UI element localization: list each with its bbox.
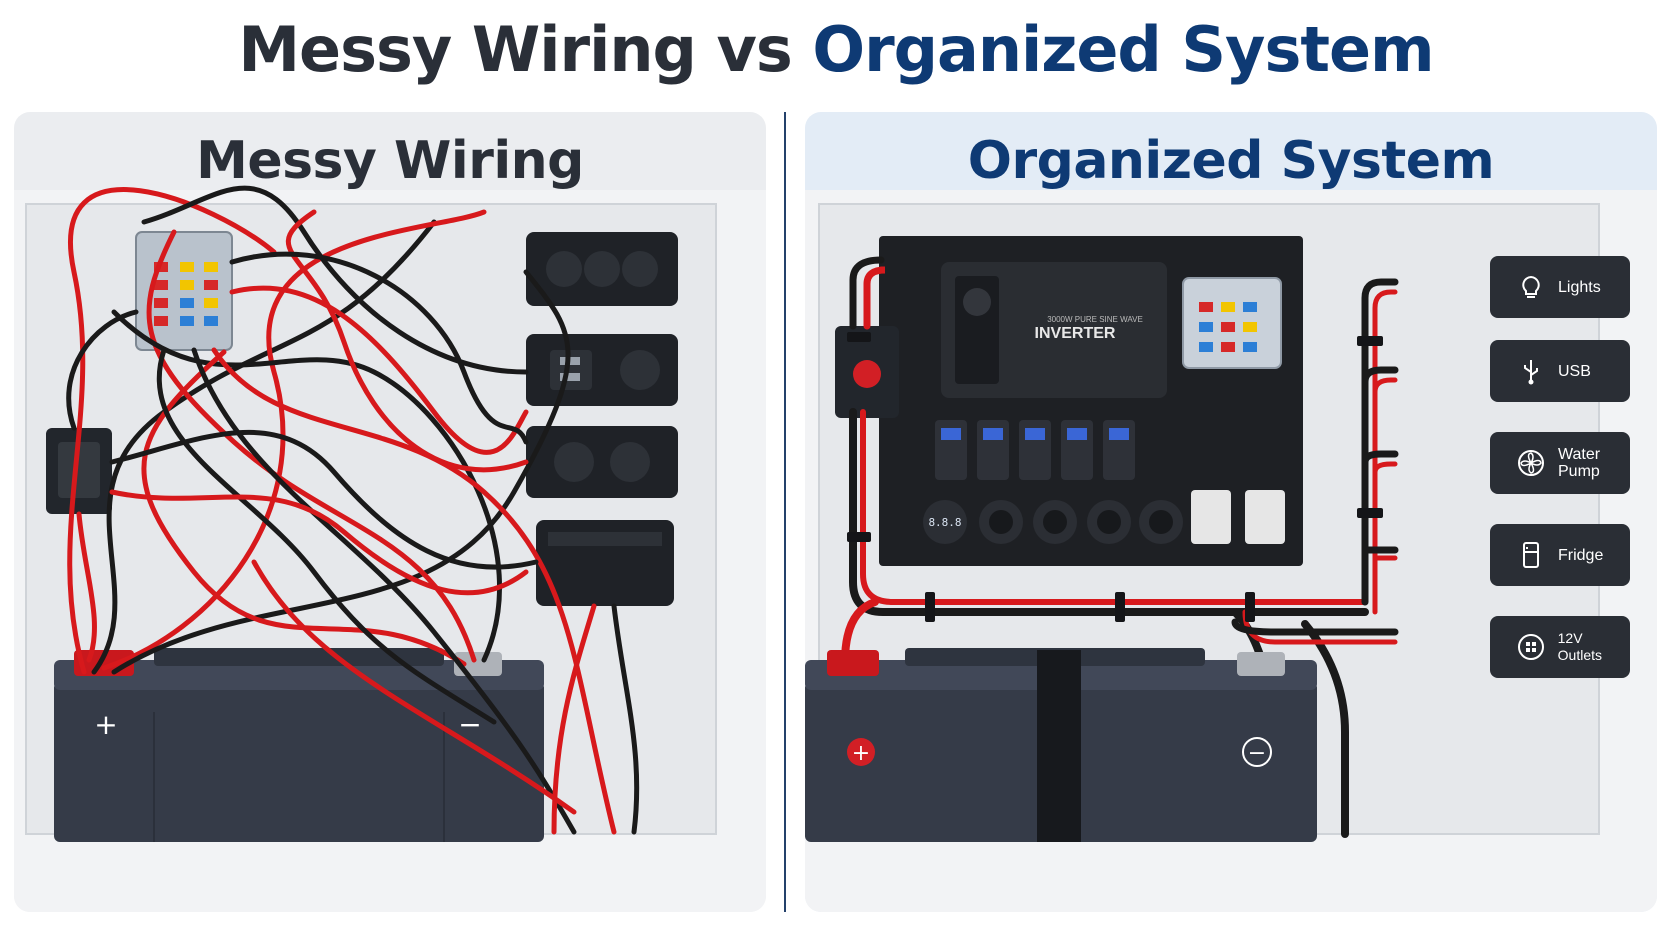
inverter-sublabel: 3000W PURE SINE WAVE: [1047, 315, 1143, 324]
organized-wire-looms: [841, 256, 1399, 838]
outlet-icon: [1514, 630, 1548, 664]
organized-system-panel: Organized System INVERTER 3000W PURE SIN…: [805, 112, 1657, 912]
cable-clips: [847, 332, 1383, 622]
organized-positive-symbol: +: [852, 741, 870, 766]
load-label-water-pump: Water Pump: [1490, 432, 1630, 494]
center-divider: [784, 112, 786, 912]
organized-battery: + −: [805, 648, 1317, 842]
load-label-lights: Lights: [1490, 256, 1630, 318]
messy-wiring-illustration: + −: [14, 185, 766, 912]
lightbulb-icon: [1514, 270, 1548, 304]
messy-positive-symbol: +: [94, 708, 117, 741]
inverter: INVERTER 3000W PURE SINE WAVE: [941, 262, 1167, 398]
twelve-volt-sockets: [979, 500, 1183, 544]
fan-icon: [1514, 446, 1548, 480]
messy-inverter-box: [536, 520, 674, 606]
fridge-icon: [1514, 538, 1548, 572]
voltmeter: 8.8.8: [923, 500, 967, 544]
title-vs: vs: [716, 13, 792, 86]
rocker-switches: [935, 420, 1135, 480]
inverter-label: INVERTER: [1035, 325, 1116, 342]
main-title: Messy Wiring vs Organized System: [0, 8, 1672, 92]
load-label-fridge: Fridge: [1490, 524, 1630, 586]
load-label-12v-outlets: 12V Outlets: [1490, 616, 1630, 678]
organized-panel-heading: Organized System: [967, 131, 1495, 191]
messy-negative-symbol: −: [458, 708, 481, 741]
voltmeter-readout: 8.8.8: [928, 516, 961, 529]
organized-fuse-block: [1182, 277, 1282, 369]
battery-hold-down-strap: [1037, 650, 1081, 842]
messy-tangled-wires: [66, 185, 640, 835]
organized-negative-symbol: −: [1248, 741, 1266, 766]
title-organized: Organized System: [812, 13, 1434, 86]
title-messy: Messy Wiring: [238, 13, 697, 86]
organized-negative-terminal: [1237, 652, 1285, 676]
messy-wiring-panel: Messy Wiring + −: [14, 112, 766, 912]
load-text-lights: Lights: [1558, 278, 1601, 296]
usb-icon: [1514, 354, 1548, 388]
load-text-12v-outlets: 12V Outlets: [1557, 630, 1602, 663]
messy-panel-heading: Messy Wiring: [196, 131, 584, 191]
messy-outlet-panel-3: [526, 426, 678, 498]
messy-breaker: [46, 428, 112, 514]
load-text-usb: USB: [1558, 362, 1591, 380]
load-label-usb: USB: [1490, 340, 1630, 402]
load-text-water-pump: Water Pump: [1558, 446, 1601, 480]
load-text-fridge: Fridge: [1558, 546, 1604, 564]
anderson-connectors: [1191, 490, 1285, 544]
messy-battery: + −: [54, 648, 544, 842]
organized-positive-terminal: [827, 650, 879, 676]
messy-outlet-panel-1: [526, 232, 678, 306]
messy-outlet-panel-2: [526, 334, 678, 406]
organized-system-illustration: INVERTER 3000W PURE SINE WAVE 8.8.8: [805, 190, 1657, 912]
battery-disconnect-switch: [835, 326, 899, 418]
